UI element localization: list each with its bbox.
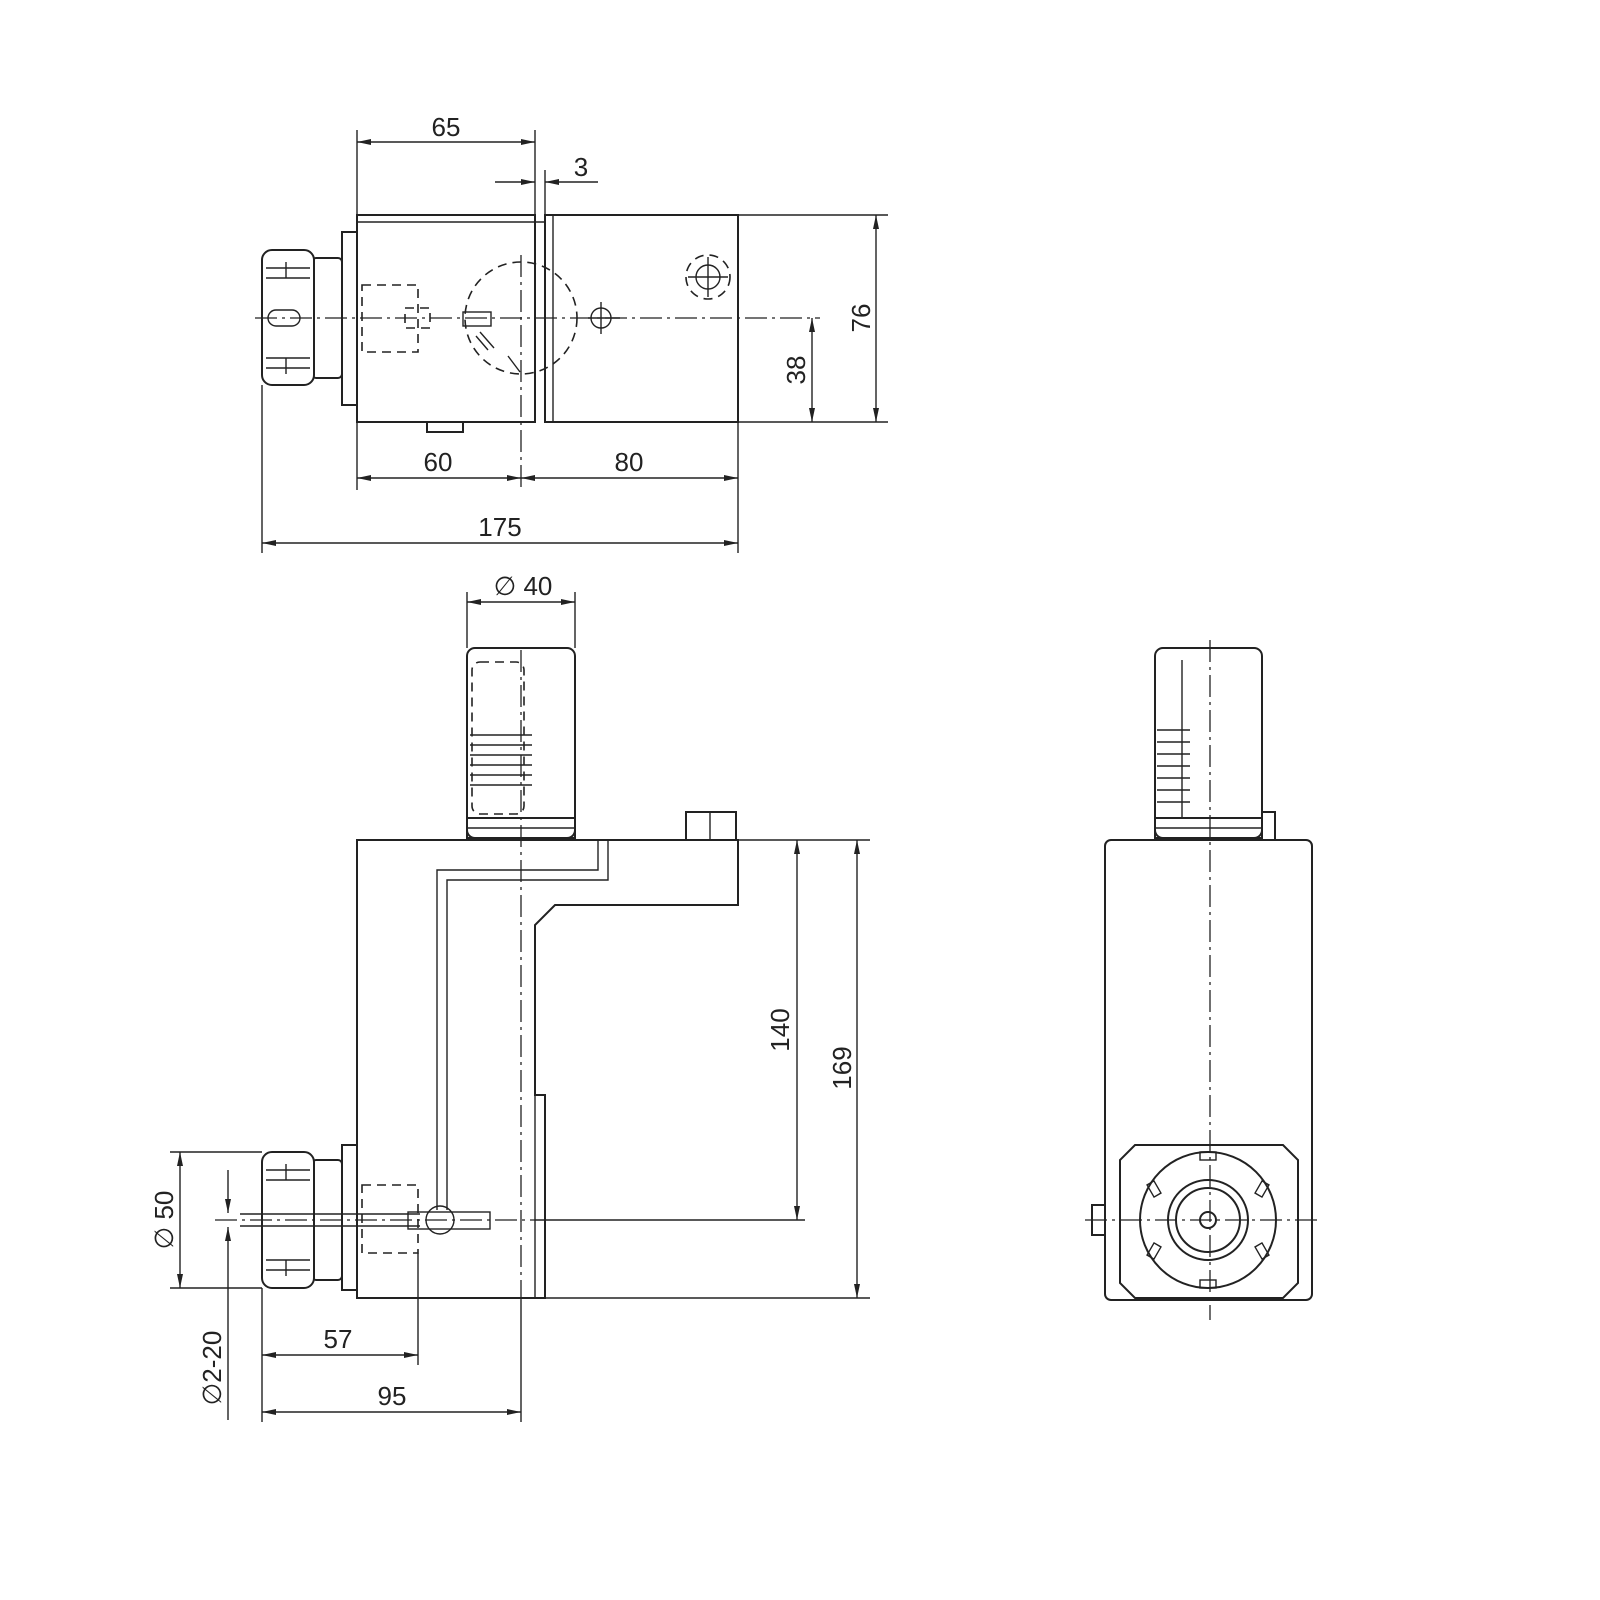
- dim-dia50: ∅ 50: [149, 1151, 262, 1289]
- dim-175-extensions: [261, 385, 739, 553]
- dim-175-label: 175: [478, 512, 521, 542]
- dim-dia40: ∅ 40: [466, 571, 576, 648]
- side-spindle: [1154, 647, 1263, 839]
- front-top-key: [685, 811, 737, 841]
- dim-95: 95: [262, 1300, 522, 1422]
- top-view: 65 3 76 38 60 80 175: [255, 112, 888, 553]
- dim-175: 175: [261, 385, 739, 553]
- side-notch-upper-right: [1254, 1179, 1270, 1199]
- dim-76-label: 76: [846, 304, 876, 333]
- side-top-tab: [1261, 811, 1276, 841]
- side-notch-upper-left: [1146, 1179, 1162, 1199]
- front-cavity-hidden: [361, 1184, 419, 1254]
- dim-57-label: 57: [324, 1324, 353, 1354]
- front-collet-nut-knurl: [266, 1164, 310, 1276]
- top-shaft-key: [462, 311, 492, 327]
- dim-140: 140: [535, 839, 870, 1221]
- dim-dia2-20: ∅2-20: [197, 1170, 231, 1420]
- top-coolant-port-symbol: [685, 254, 731, 300]
- dim-38-label: 38: [781, 356, 811, 385]
- side-body: [1104, 839, 1313, 1301]
- top-bottom-tab: [426, 421, 464, 433]
- front-coolant-duct: [436, 840, 609, 1210]
- dim-3-label: 3: [574, 152, 588, 182]
- dim-76-extensions: [738, 214, 888, 423]
- dim-76: 76: [738, 214, 888, 423]
- coolant-port-outer-hidden: [685, 254, 731, 300]
- dim-140-label: 140: [765, 1008, 795, 1051]
- dim-60: 60: [356, 422, 521, 490]
- dim-dia2-20-label: ∅2-20: [197, 1331, 227, 1406]
- dim-dia50-extensions: [170, 1151, 262, 1289]
- side-notch-lower-right: [1254, 1241, 1270, 1261]
- dim-38: 38: [781, 318, 815, 422]
- side-notch-bottom: [1199, 1279, 1217, 1289]
- dim-80-label: 80: [615, 447, 644, 477]
- side-notch-top: [1199, 1151, 1217, 1161]
- front-spindle-thread: [470, 734, 532, 786]
- coolant-port-cross: [688, 257, 728, 297]
- front-body-outline: [356, 839, 739, 1299]
- front-spindle-bore-hidden: [471, 661, 525, 815]
- front-view: ∅ 40 140 169 ∅ 50 ∅2-20 57: [149, 571, 870, 1422]
- dim-169: 169: [545, 840, 870, 1299]
- dim-169-label: 169: [827, 1046, 857, 1089]
- top-collet-nut-knurl: [266, 262, 310, 374]
- dim-95-label: 95: [378, 1381, 407, 1411]
- dim-dia50-label: ∅ 50: [149, 1191, 179, 1250]
- front-flange: [341, 1144, 358, 1291]
- dim-65-label: 65: [432, 112, 461, 142]
- side-spindle-thread: [1157, 729, 1190, 803]
- top-gear-teeth-hint: [475, 331, 521, 373]
- side-output-flange: [1119, 1144, 1299, 1299]
- dim-65: 65: [356, 112, 536, 215]
- side-view: [1085, 640, 1318, 1320]
- front-tool-shank: [240, 1213, 420, 1227]
- side-notch-lower-left: [1146, 1241, 1162, 1261]
- dim-65-extensions: [356, 130, 536, 215]
- dim-57: 57: [261, 1253, 419, 1422]
- dim-60-label: 60: [424, 447, 453, 477]
- dim-3: 3: [495, 152, 598, 215]
- dim-140-extensions: [535, 839, 870, 1221]
- dim-80: 80: [521, 447, 738, 481]
- dim-dia40-label: ∅ 40: [494, 571, 553, 601]
